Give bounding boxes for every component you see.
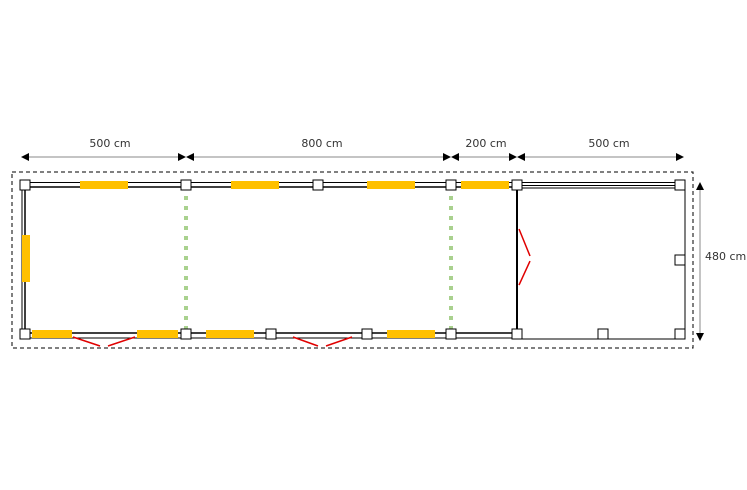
- door-3: [518, 260, 531, 286]
- door-2: [292, 336, 319, 347]
- window: [461, 181, 509, 189]
- window: [137, 330, 178, 338]
- window: [80, 181, 128, 189]
- window: [387, 330, 435, 338]
- posts: [19, 179, 686, 340]
- post: [511, 328, 523, 340]
- door-3: [518, 228, 531, 257]
- plot-outline: [11, 171, 694, 349]
- dimension-label-2: 800 cm: [301, 137, 342, 150]
- window: [206, 330, 254, 338]
- post: [597, 328, 609, 340]
- dimension-label-3: 200 cm: [465, 137, 506, 150]
- walls: [21, 182, 686, 340]
- dimension-label-4: 500 cm: [588, 137, 629, 150]
- window: [32, 330, 72, 338]
- post: [674, 254, 686, 266]
- post: [19, 328, 31, 340]
- post: [180, 328, 192, 340]
- door-1: [107, 336, 136, 347]
- door-1: [72, 336, 101, 347]
- door-2: [325, 336, 353, 347]
- doors: [72, 228, 531, 347]
- windows: [22, 181, 509, 338]
- dimension-label-1: 500 cm: [89, 137, 130, 150]
- window: [22, 235, 30, 282]
- window: [231, 181, 279, 189]
- window: [367, 181, 415, 189]
- post: [265, 328, 277, 340]
- post: [312, 179, 324, 191]
- post: [19, 179, 31, 191]
- dimension-lines: [21, 153, 704, 341]
- post: [180, 179, 192, 191]
- post: [445, 328, 457, 340]
- post: [674, 179, 686, 191]
- post: [445, 179, 457, 191]
- partitions: [184, 196, 453, 330]
- dimension-label-depth: 480 cm: [705, 250, 746, 263]
- post: [361, 328, 373, 340]
- post: [511, 179, 523, 191]
- post: [674, 328, 686, 340]
